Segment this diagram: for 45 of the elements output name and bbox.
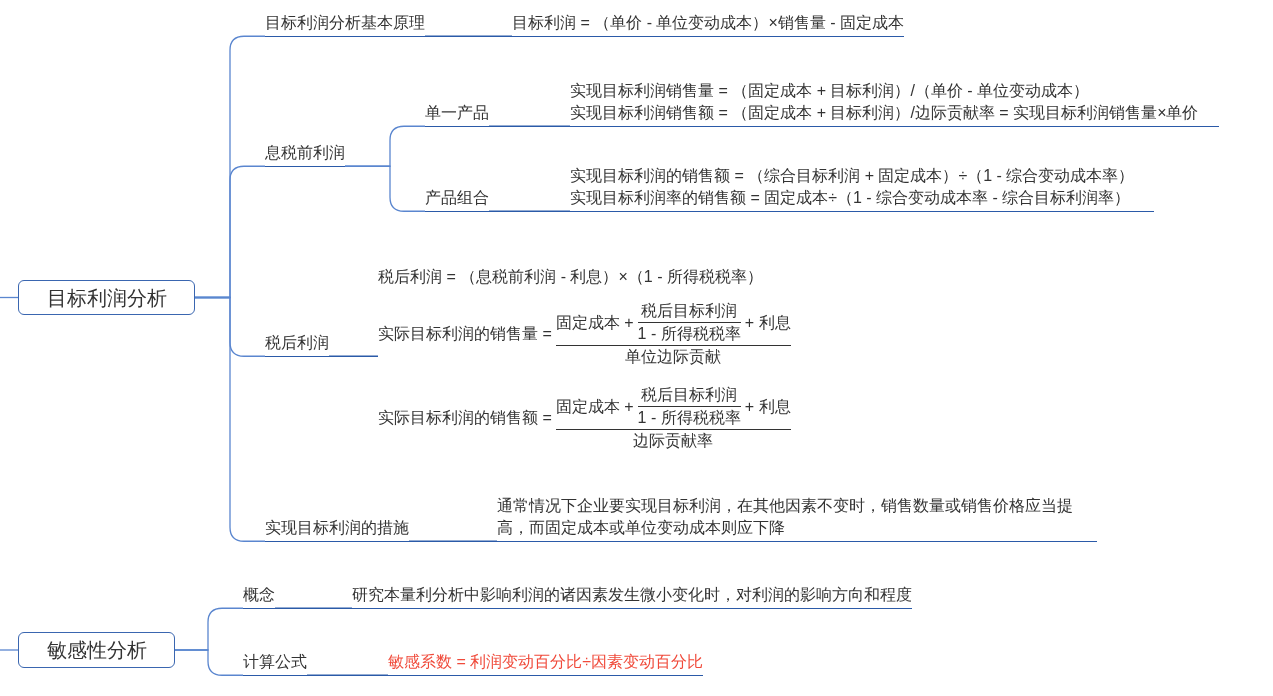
root-topic-box: 目标利润分析 <box>18 280 195 315</box>
branch-line <box>408 540 498 542</box>
formula-text: 实现目标利润率的销售额 = 固定成本÷（1 - 综合变动成本率 - 综合目标利润率） <box>570 188 1132 208</box>
branch-line <box>306 674 389 676</box>
topic-label: 计算公式 <box>243 651 307 676</box>
formula-text: 实现目标利润销售额 = （固定成本 + 目标利润）/边际贡献率 = 实现目标利润销售量×单价 <box>570 103 1199 123</box>
formula-text: 实现目标利润的销售额 = （综合目标利润 + 固定成本）÷（1 - 综合变动成本率） <box>570 166 1135 186</box>
formula-text: + 利息 <box>744 312 791 333</box>
branch-line <box>0 649 19 651</box>
root-topic-box: 敏感性分析 <box>18 632 175 668</box>
formula-text: 固定成本 + <box>555 312 634 333</box>
branch-line <box>328 355 379 357</box>
topic-label: 研究本量利分析中影响利润的诸因素发生微小变化时，对利润的影响方向和程度 <box>352 584 912 609</box>
branch-line <box>274 607 353 609</box>
branch-line <box>344 165 426 212</box>
formula-text: 固定成本 + <box>555 396 634 417</box>
formula-text: 税后目标利润 <box>641 385 738 405</box>
note-text: 通常情况下企业要实现目标利润，在其他因素不变时，销售数量或销售价格应当提高，而固定成本或单位变动成本则应下降 <box>497 496 1074 538</box>
formula-text: 敏感系数 = 利润变动百分比÷因素变动百分比 <box>388 651 703 676</box>
formula-text: 1 - 所得税税率 <box>637 325 741 342</box>
branch-line <box>194 296 266 542</box>
formula-block <box>570 80 1219 127</box>
formula-text: 边际贡献率 <box>633 432 714 449</box>
formula-text: 税后目标利润 <box>641 301 738 321</box>
branch-line <box>174 649 244 676</box>
formula-text: 1 - 所得税税率 <box>637 409 741 426</box>
topic-label: 税后利润 <box>265 332 329 357</box>
branch-line <box>424 35 513 37</box>
topic-label: 概念 <box>243 584 275 609</box>
branch-line <box>488 210 571 212</box>
formula-text: 税后利润 = （息税前利润 - 利息）×（1 - 所得税税率） <box>378 266 763 288</box>
topic-label: 产品组合 <box>425 187 489 212</box>
topic-label: 单一产品 <box>425 102 489 127</box>
formula-text: 实际目标利润的销售额 = <box>378 408 552 428</box>
formula-block <box>570 165 1155 212</box>
formula-text: 实际目标利润的销售量 = <box>378 324 552 344</box>
branch-line <box>488 125 571 127</box>
topic-label: 目标利润 = （单价 - 单位变动成本）×销售量 - 固定成本 <box>512 12 904 37</box>
formula-text: 实现目标利润销售量 = （固定成本 + 目标利润）/（单价 - 单位变动成本） <box>570 81 1091 101</box>
topic-label: 目标利润分析基本原理 <box>265 12 425 37</box>
branch-line <box>0 296 19 299</box>
topic-label: 息税前利润 <box>265 142 345 167</box>
formula-text: + 利息 <box>744 396 791 417</box>
formula-text: 单位边际贡献 <box>625 348 722 365</box>
topic-label: 实现目标利润的措施 <box>265 517 409 542</box>
